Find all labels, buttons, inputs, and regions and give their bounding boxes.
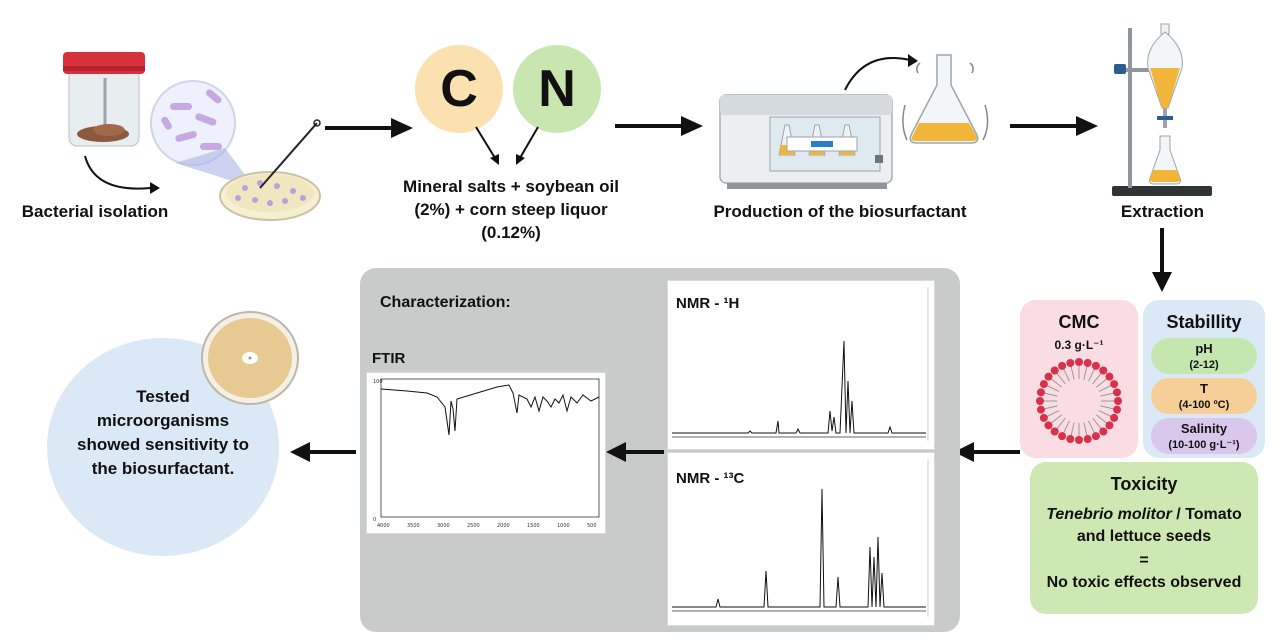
characterization-title: Characterization: xyxy=(380,294,511,311)
arrow-right-icon xyxy=(1010,116,1098,136)
ph-pill: pH (2-12) xyxy=(1151,338,1257,374)
ph-label: pH xyxy=(1195,341,1213,356)
toxicity-result: No toxic effects observed xyxy=(1046,574,1242,591)
svg-text:2000: 2000 xyxy=(497,523,510,529)
carbon-source-circle: C xyxy=(415,45,503,133)
svg-text:500: 500 xyxy=(587,523,597,529)
svg-text:1500: 1500 xyxy=(527,523,540,529)
toxicity-box: Toxicity Tenebrio molitor / Tomato and l… xyxy=(1030,462,1258,614)
svg-text:2500: 2500 xyxy=(467,523,480,529)
svg-text:1000: 1000 xyxy=(557,523,570,529)
arrow-right-icon xyxy=(325,118,413,138)
temperature-label: T xyxy=(1200,381,1208,396)
bacterial-isolation-label: Bacterial isolation xyxy=(21,202,169,221)
arrow-left-icon xyxy=(954,442,1020,462)
inhibition-plate-icon xyxy=(201,311,299,405)
equals-sign: = xyxy=(1139,552,1149,569)
toxicity-title: Toxicity xyxy=(1110,474,1178,494)
nmr-13c-title: NMR - ¹³C xyxy=(676,470,745,487)
nmr-1h-title: NMR - ¹H xyxy=(676,295,740,312)
salinity-label: Salinity xyxy=(1180,421,1228,436)
cmc-title: CMC xyxy=(1058,312,1100,332)
cmc-box: CMC 0.3 g·L⁻¹ xyxy=(1020,300,1138,458)
svg-text:3000: 3000 xyxy=(437,523,450,529)
production-label: Production of the biosurfactant xyxy=(713,202,967,221)
salinity-range: (10-100 g·L⁻¹) xyxy=(1168,439,1240,451)
temperature-range: (4-100 ºC) xyxy=(1178,399,1230,411)
culture-medium-label: Mineral salts + soybean oil (2%) + corn … xyxy=(403,177,619,242)
bacterial-isolation-illustration xyxy=(55,48,345,233)
tenebrio-label: Tenebrio molitor xyxy=(1046,506,1172,523)
salinity-pill: Salinity (10-100 g·L⁻¹) xyxy=(1151,418,1257,454)
arrow-down-icon xyxy=(1152,228,1172,292)
ph-range: (2-12) xyxy=(1189,359,1219,371)
nutrient-arrows-icon xyxy=(475,126,539,165)
nitrogen-source-circle: N xyxy=(513,45,601,133)
toxicity-organisms: Tenebrio molitor / Tomato and lettuce se… xyxy=(1038,504,1250,548)
stability-box: Stabillity pH (2-12) T (4-100 ºC) Salini… xyxy=(1143,300,1265,458)
stability-title: Stabillity xyxy=(1166,312,1242,332)
arrow-right-icon xyxy=(615,116,703,136)
arrow-left-icon xyxy=(290,442,356,462)
svg-text:0: 0 xyxy=(373,517,376,523)
shaker-incubator-illustration xyxy=(715,45,1005,195)
result-text: Tested microorganisms showed sensitivity… xyxy=(77,387,249,478)
seeds-label: / Tomato and lettuce seeds xyxy=(1076,506,1242,545)
temperature-pill: T (4-100 ºC) xyxy=(1151,378,1257,414)
svg-text:100: 100 xyxy=(373,379,383,385)
svg-text:3500: 3500 xyxy=(407,523,420,529)
separatory-funnel-illustration xyxy=(1100,18,1220,198)
nmr-1h-spectrum xyxy=(667,280,935,450)
cmc-value: 0.3 g·L⁻¹ xyxy=(1054,338,1104,352)
ftir-title: FTIR xyxy=(372,350,406,367)
nmr-13c-spectrum xyxy=(667,452,935,626)
svg-text:4000: 4000 xyxy=(377,523,390,529)
micelle-icon xyxy=(1036,358,1122,444)
extraction-label: Extraction xyxy=(1120,202,1205,221)
arrow-left-icon xyxy=(606,442,664,462)
